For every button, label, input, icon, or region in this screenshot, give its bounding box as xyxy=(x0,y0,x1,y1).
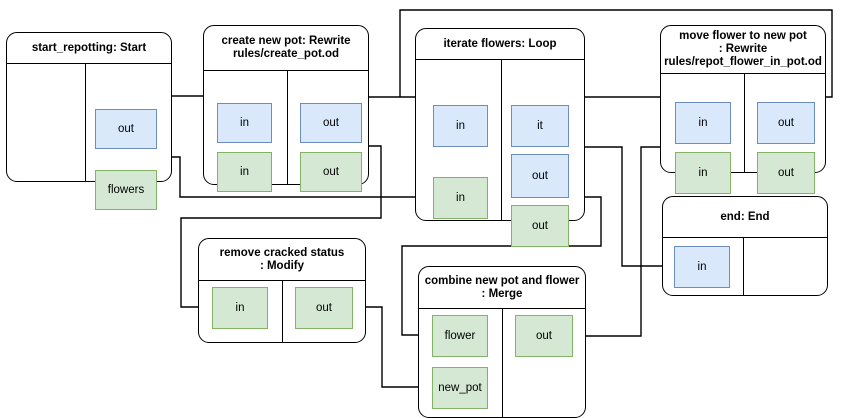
node-column-divider xyxy=(287,70,288,184)
node-title-remove_cracked_status: remove cracked status : Modify xyxy=(219,246,345,272)
port-iterate_flowers-outputs-out[interactable]: out xyxy=(511,205,569,247)
node-column-divider xyxy=(85,63,86,181)
node-title-end: end: End xyxy=(720,210,770,223)
node-move_flower_to_new_pot[interactable]: move flower to new pot : Rewrite rules/r… xyxy=(660,25,826,194)
port-start_repotting-outputs-flowers[interactable]: flowers xyxy=(95,170,157,210)
node-start_repotting[interactable]: start_repotting: Start out flowers xyxy=(6,32,172,210)
node-end[interactable]: end: End in xyxy=(662,196,828,296)
port-remove_cracked_status-outputs-out[interactable]: out xyxy=(295,287,353,329)
port-iterate_flowers-outputs-it[interactable]: it xyxy=(511,105,569,147)
edge-loop-blueout-to-end-in xyxy=(568,146,673,267)
port-move_flower_to_new_pot-outputs-out[interactable]: out xyxy=(757,102,815,144)
port-combine_new_pot_and_flower-inputs-flower[interactable]: flower xyxy=(432,315,488,357)
node-column-divider xyxy=(743,237,744,295)
port-move_flower_to_new_pot-inputs-in[interactable]: in xyxy=(675,152,731,194)
port-iterate_flowers-inputs-in[interactable]: in xyxy=(433,105,488,147)
node-title-move_flower_to_new_pot: move flower to new pot : Rewrite rules/r… xyxy=(664,30,822,68)
node-title-divider xyxy=(416,59,584,60)
node-title-create_new_pot: create new pot: Rewrite rules/create_pot… xyxy=(221,35,351,60)
node-title-divider xyxy=(661,73,825,74)
node-column-divider xyxy=(744,73,745,172)
node-column-divider xyxy=(282,280,283,342)
node-title-divider xyxy=(204,70,368,71)
node-combine_new_pot_and_flower[interactable]: combine new pot and flower : Merge flower… xyxy=(418,266,586,418)
edge-loop-greenout-to-merge-flower xyxy=(401,196,602,336)
port-move_flower_to_new_pot-outputs-out[interactable]: out xyxy=(757,152,815,194)
node-title-combine_new_pot_and_flower: combine new pot and flower : Merge xyxy=(424,274,580,300)
node-title-iterate_flowers: iterate flowers: Loop xyxy=(443,37,557,50)
edge-moveflower-blueout-to-loop-blue-in-feedback xyxy=(399,9,833,98)
port-combine_new_pot_and_flower-inputs-new_pot[interactable]: new_pot xyxy=(432,367,488,409)
port-move_flower_to_new_pot-inputs-in[interactable]: in xyxy=(675,102,731,144)
port-end-inputs-in[interactable]: in xyxy=(674,246,730,288)
port-create_new_pot-inputs-in[interactable]: in xyxy=(217,103,272,143)
port-create_new_pot-inputs-in[interactable]: in xyxy=(217,152,272,192)
node-title-divider xyxy=(663,237,827,238)
node-title-divider xyxy=(7,63,171,64)
port-combine_new_pot_and_flower-outputs-out[interactable]: out xyxy=(515,315,573,357)
node-column-divider xyxy=(501,59,502,220)
port-iterate_flowers-inputs-in[interactable]: in xyxy=(433,177,488,219)
port-remove_cracked_status-inputs-in[interactable]: in xyxy=(212,287,268,329)
port-start_repotting-outputs-out[interactable]: out xyxy=(95,109,157,149)
port-create_new_pot-outputs-out[interactable]: out xyxy=(300,152,362,192)
node-column-divider xyxy=(502,308,503,417)
node-create_new_pot[interactable]: create new pot: Rewrite rules/create_pot… xyxy=(203,25,369,192)
port-iterate_flowers-outputs-out[interactable]: out xyxy=(511,154,569,198)
node-title-start_repotting: start_repotting: Start xyxy=(31,41,147,54)
port-create_new_pot-outputs-out[interactable]: out xyxy=(300,103,362,143)
